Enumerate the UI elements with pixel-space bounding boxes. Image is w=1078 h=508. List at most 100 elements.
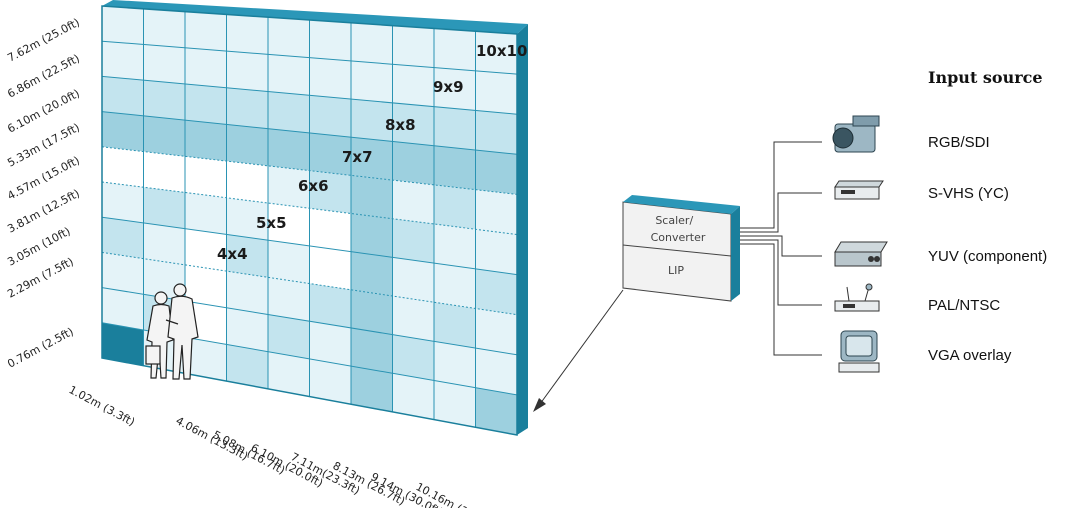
wall-cell <box>268 17 310 58</box>
wall-cell <box>102 6 144 45</box>
input-source-item: VGA overlay <box>838 330 1012 373</box>
height-label: 0.76m (2.5ft) <box>5 325 75 371</box>
wall-cell <box>143 8 185 48</box>
wall-cell <box>309 95 351 138</box>
width-label: 1.02m (3.3ft) <box>67 383 137 429</box>
wall-grid-line <box>102 216 517 276</box>
wall-grid-line <box>102 251 517 316</box>
wall-cell <box>143 222 185 265</box>
wall-cell <box>392 64 434 107</box>
processor-box: Scaler/ Converter LIP <box>622 195 740 302</box>
connector-line <box>740 192 822 233</box>
processor-bottom-label: LIP <box>668 264 684 277</box>
people-icon <box>145 283 199 380</box>
wall-cell <box>392 180 434 224</box>
wall-cell <box>475 229 517 275</box>
wall-cell <box>475 308 517 355</box>
wall-cell <box>392 296 434 342</box>
wall-cell <box>309 358 351 405</box>
wall-grid-line <box>102 75 517 115</box>
wall-side-edge <box>517 24 528 435</box>
output-arrow <box>533 289 624 412</box>
wall-cell <box>143 44 185 84</box>
wall-size-label: 10x10 <box>476 42 527 60</box>
wall-size-label: 8x8 <box>385 116 416 134</box>
wall-cell <box>351 175 393 219</box>
input-source-label: RGB/SDI <box>928 134 990 151</box>
connector-line <box>740 243 822 356</box>
input-source-label: YUV (component) <box>928 248 1047 265</box>
input-source-label: VGA overlay <box>928 347 1012 364</box>
wall-cell <box>475 348 517 395</box>
wall-cell <box>475 31 517 75</box>
wall-cell <box>143 151 185 193</box>
wall-cell <box>351 22 393 65</box>
wall-grid-line <box>102 40 517 75</box>
input-source-item: YUV (component) <box>834 241 1047 267</box>
wall-cell <box>268 277 310 322</box>
wall-cell <box>475 268 517 315</box>
wall-size-label: 4x4 <box>217 245 248 263</box>
wall-cell <box>226 51 268 92</box>
input-source-item: PAL/NTSC <box>834 283 1000 314</box>
wall-cell <box>102 111 144 152</box>
wall-cell <box>309 245 351 290</box>
wall-cell <box>434 145 476 190</box>
connector-line <box>740 239 822 306</box>
wall-cell <box>102 182 144 223</box>
wall-cell <box>102 76 144 116</box>
wall-cell <box>434 184 476 230</box>
wall-cell <box>268 91 310 133</box>
wall-cell <box>143 80 185 121</box>
wall-cell <box>309 57 351 100</box>
wall-cell <box>268 128 310 171</box>
satellite-receiver-icon <box>834 283 880 312</box>
wall-outline <box>101 5 518 436</box>
wall-cell <box>226 124 268 166</box>
wall-cell <box>475 70 517 115</box>
height-labels: 7.62m (25.0ft)6.86m (22.5ft)6.10m (20.0f… <box>5 16 82 371</box>
wall-cell <box>434 302 476 349</box>
camcorder-icon <box>832 115 880 153</box>
wall-cell <box>475 189 517 235</box>
wall-cell <box>434 341 476 388</box>
wall-cell <box>434 28 476 71</box>
wall-cell <box>392 141 434 185</box>
wall-cell <box>351 327 393 374</box>
wall-cell <box>434 380 476 428</box>
wall-cell <box>226 197 268 241</box>
wall-cell <box>268 240 310 284</box>
wall-cell <box>185 47 227 88</box>
wall-cell <box>268 54 310 96</box>
wall-cell <box>143 115 185 157</box>
wall-cell <box>434 263 476 309</box>
wall-cell <box>185 264 227 308</box>
wall-cell <box>351 366 393 412</box>
wall-grid-line <box>102 181 517 235</box>
input-source-item: RGB/SDI <box>832 115 990 153</box>
video-player-icon <box>834 241 888 267</box>
computer-monitor-icon <box>838 330 880 373</box>
wall-cell <box>102 287 144 331</box>
wall-cell <box>102 41 144 81</box>
wall-cell <box>268 351 310 397</box>
wall-cell <box>309 20 351 61</box>
wall-cell <box>475 110 517 155</box>
wall-cell <box>475 387 517 435</box>
wall-cell <box>185 192 227 235</box>
wall-cell <box>351 251 393 297</box>
wall-cell <box>185 156 227 198</box>
wall-cell <box>309 132 351 176</box>
wall-cell <box>102 252 144 295</box>
connector-line <box>740 141 822 229</box>
wall-size-label: 7x7 <box>342 148 373 166</box>
wall-cell <box>351 60 393 103</box>
wall-cell <box>185 120 227 162</box>
wall-cell <box>268 165 310 209</box>
input-source-header: Input source <box>928 68 1043 87</box>
wall-cell <box>392 102 434 146</box>
wall-cell <box>226 271 268 315</box>
